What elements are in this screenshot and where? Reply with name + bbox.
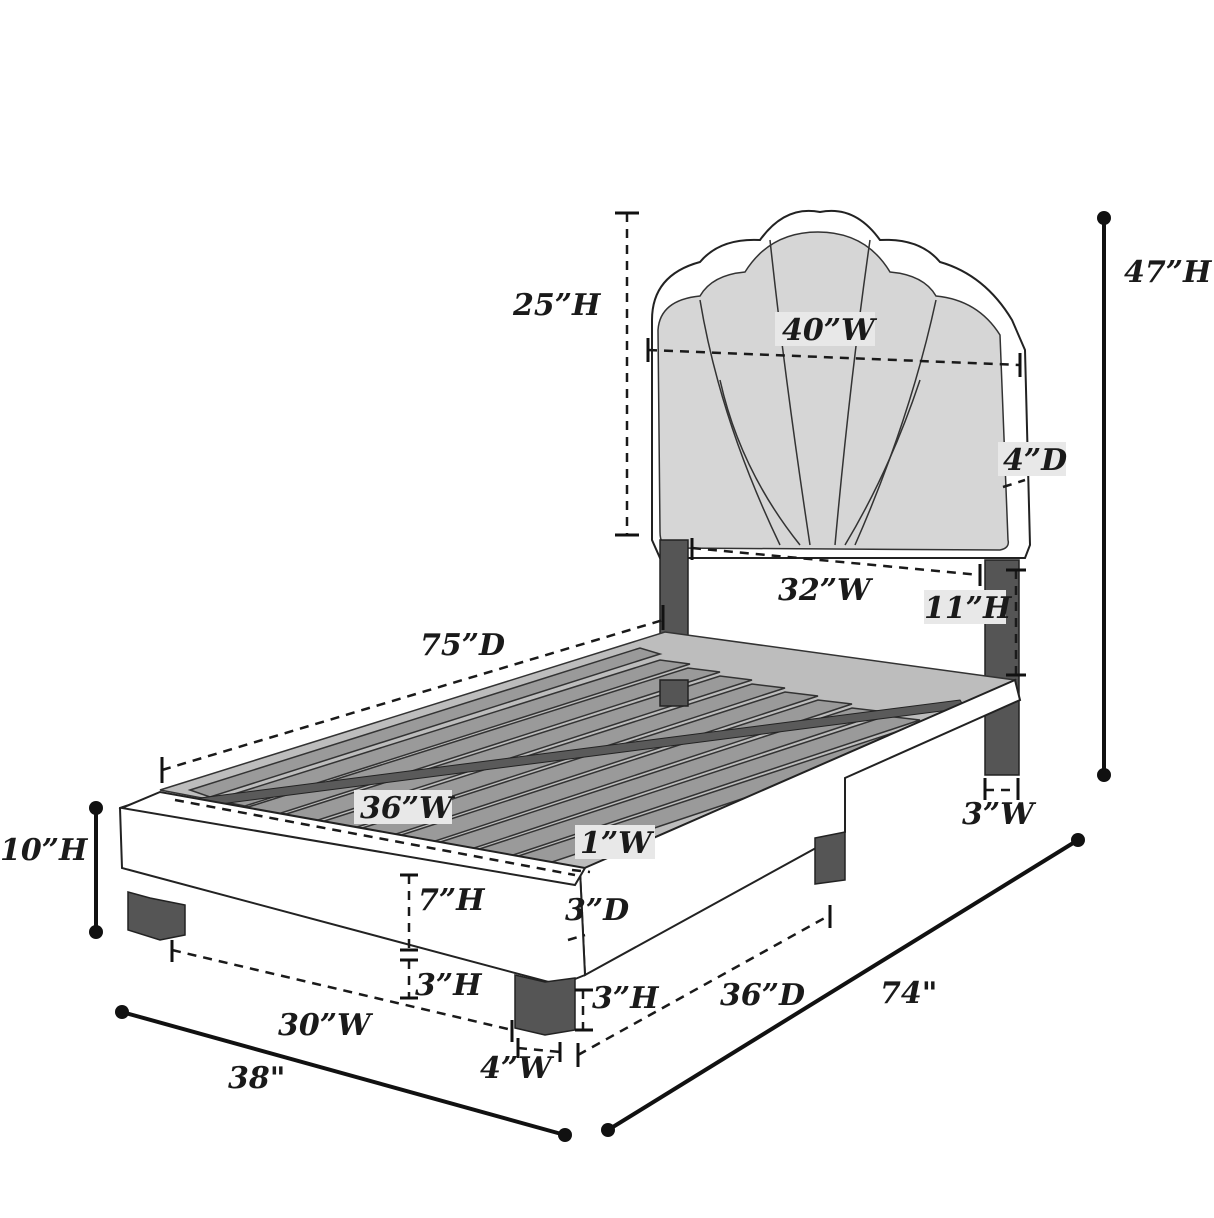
channel-line: [834, 239, 871, 546]
label-headboard-depth: 4”D: [1003, 443, 1067, 478]
label-leg-width: 4”W: [480, 1051, 555, 1086]
leg-front-right: [514, 974, 576, 1036]
label-post-width: 3”W: [962, 797, 1037, 832]
leg-side-middle: [814, 831, 846, 885]
label-rail-length: 75”D: [420, 628, 505, 663]
channel-line: [719, 379, 801, 546]
bed-frame: [118, 631, 1022, 1036]
label-slat-width: 36”W: [360, 791, 456, 826]
label-headboard-width: 40”W: [782, 313, 878, 348]
slat: [214, 659, 691, 807]
channel-line: [844, 379, 921, 546]
dim-30w-line: [171, 948, 513, 1032]
label-side-length: 36”D: [720, 978, 805, 1013]
label-rail-height: 7”H: [418, 883, 486, 918]
label-front-width: 30”W: [278, 1008, 374, 1043]
label-overall-length: 74": [880, 976, 937, 1011]
dim-36d-line: [577, 913, 831, 1057]
channel-line: [769, 239, 811, 546]
label-total-height: 47”H: [1124, 255, 1213, 290]
leg-back-left: [659, 679, 689, 707]
channel-line: [854, 299, 937, 546]
label-slat-thickness: 1”W: [580, 826, 655, 861]
slat: [187, 647, 663, 798]
channel-line: [699, 299, 781, 546]
headboard: [651, 209, 1032, 776]
dim-36w-line: [174, 798, 576, 877]
headboard-cushion: [657, 231, 1010, 551]
dimension-labels: 25”H 40”W 4”D 47”H 32”W 11”H 75”D 36”W 1…: [0, 255, 1213, 1096]
dim-40w-line: [647, 348, 1021, 367]
label-overall-width: 38": [228, 1061, 285, 1096]
label-leg-clearance-height: 11”H: [924, 591, 1013, 626]
label-footboard-height: 10”H: [0, 833, 89, 868]
label-leg-height-side: 3”H: [592, 981, 660, 1016]
leg-front-left: [127, 891, 186, 941]
label-rail-depth: 3”D: [565, 893, 629, 928]
dim-75d-line: [161, 618, 664, 772]
dim-38-line: [121, 1010, 566, 1137]
foot-rail-top: [118, 790, 587, 887]
label-headboard-height: 25”H: [512, 288, 602, 323]
label-leg-height-front: 3”H: [415, 968, 483, 1003]
label-post-gap-width: 32”W: [778, 573, 874, 608]
dim-32w-line: [691, 546, 981, 577]
dimension-lines: [89, 211, 1111, 1142]
dim-74-line: [606, 838, 1080, 1132]
